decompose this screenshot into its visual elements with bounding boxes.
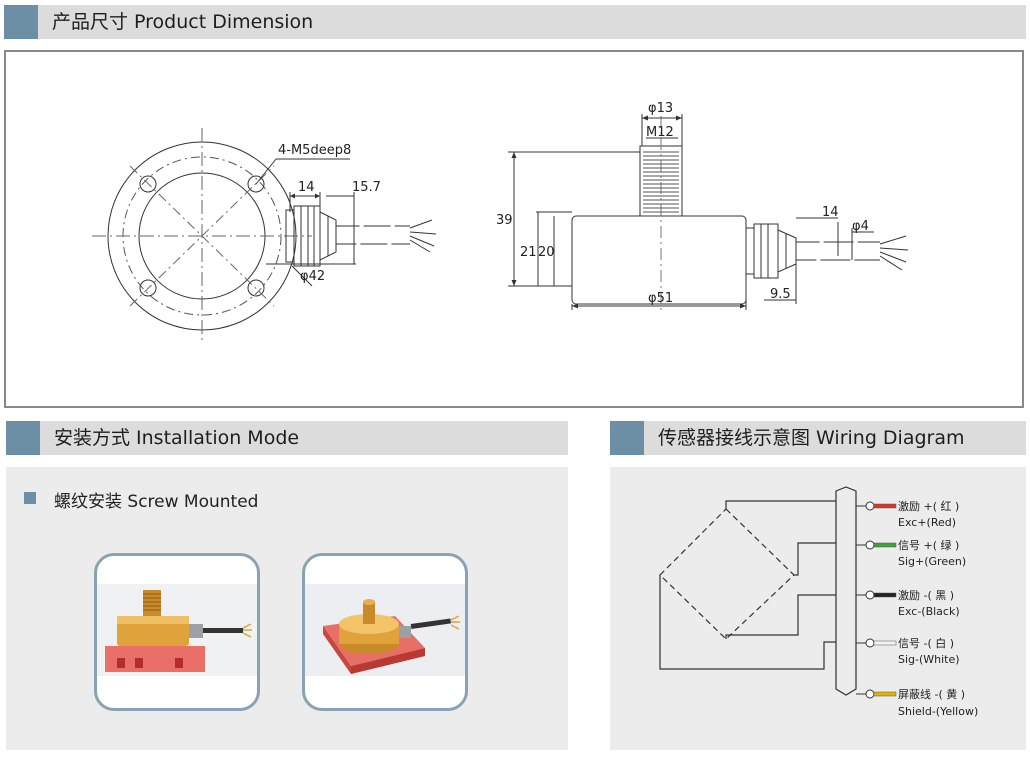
screw-mounted-label: 螺纹安装 Screw Mounted bbox=[54, 492, 259, 512]
dim-top-14: 14 bbox=[298, 180, 315, 195]
bolt-hole-bottom-left bbox=[139, 279, 157, 297]
lead-exc-minus: 激励 -( 黑 ) Exc-(Black) bbox=[856, 588, 960, 618]
hole-note: 4-M5deep8 bbox=[278, 143, 351, 158]
bolt-hole-top-right bbox=[247, 175, 265, 193]
wire-leads: 激励 +( 红 ) Exc+(Red) 信号 +( 绿 ) Sig+(Green… bbox=[856, 499, 978, 718]
lead-sig-plus-en: Sig+(Green) bbox=[898, 555, 966, 568]
wiring-diagram-header: 传感器接线示意图 Wiring Diagram bbox=[610, 421, 1026, 455]
dimension-drawing-frame: 4-M5deep8 14 15.7 φ42 φ13 M12 39 21 20 φ… bbox=[4, 50, 1024, 408]
header-accent-square bbox=[6, 421, 40, 455]
terminal-bus bbox=[835, 486, 857, 696]
lead-sig-minus: 信号 -( 白 ) Sig-(White) bbox=[856, 636, 960, 666]
dim-dia-4: φ4 bbox=[852, 219, 869, 234]
dim-m12: M12 bbox=[646, 125, 674, 140]
bolt-hole-bottom-right bbox=[247, 279, 265, 297]
product-dimension-header: 产品尺寸 Product Dimension bbox=[4, 5, 1026, 39]
dim-h-39: 39 bbox=[496, 213, 513, 228]
lead-shield-cn: 屏蔽线 -( 黄 ) bbox=[898, 687, 965, 701]
lead-shield-en: Shield-(Yellow) bbox=[898, 705, 978, 718]
dim-dia-51: φ51 bbox=[648, 291, 673, 306]
installation-panel: 螺纹安装 Screw Mounted bbox=[6, 467, 568, 750]
connection-wires bbox=[659, 500, 836, 670]
top-view bbox=[92, 128, 437, 344]
dim-h-20: 20 bbox=[538, 245, 555, 260]
bolt-hole-top-left bbox=[139, 175, 157, 193]
wiring-diagram: 激励 +( 红 ) Exc+(Red) 信号 +( 绿 ) Sig+(Green… bbox=[659, 486, 978, 718]
dimension-drawing: 4-M5deep8 14 15.7 φ42 φ13 M12 39 21 20 φ… bbox=[92, 101, 909, 344]
installation-mode-title: 安装方式 Installation Mode bbox=[54, 427, 300, 449]
lead-exc-plus-en: Exc+(Red) bbox=[898, 516, 956, 529]
sensor-front-illustration bbox=[97, 584, 257, 676]
dim-dia-13: φ13 bbox=[648, 101, 673, 116]
sensor-angled-illustration bbox=[305, 584, 465, 676]
header-accent-square bbox=[4, 5, 38, 39]
lead-sig-plus: 信号 +( 绿 ) Sig+(Green) bbox=[856, 538, 966, 568]
dim-top-15-7: 15.7 bbox=[352, 180, 381, 195]
lead-exc-minus-en: Exc-(Black) bbox=[898, 605, 960, 618]
dimension-labels: 4-M5deep8 14 15.7 φ42 φ13 M12 39 21 20 φ… bbox=[278, 101, 869, 306]
header-accent-square bbox=[610, 421, 644, 455]
dim-side-14: 14 bbox=[822, 205, 839, 220]
dim-dia-42: φ42 bbox=[300, 269, 325, 284]
lead-exc-plus-cn: 激励 +( 红 ) bbox=[898, 499, 959, 513]
installation-mode-header: 安装方式 Installation Mode bbox=[6, 421, 568, 455]
lead-shield: 屏蔽线 -( 黄 ) Shield-(Yellow) bbox=[856, 687, 978, 718]
lead-exc-plus: 激励 +( 红 ) Exc+(Red) bbox=[856, 499, 959, 529]
wiring-panel: 激励 +( 红 ) Exc+(Red) 信号 +( 绿 ) Sig+(Green… bbox=[610, 467, 1026, 750]
mount-image-front bbox=[94, 553, 260, 711]
lead-exc-minus-cn: 激励 -( 黑 ) bbox=[898, 588, 954, 602]
wheatstone-bridge bbox=[659, 508, 795, 640]
lead-sig-plus-cn: 信号 +( 绿 ) bbox=[898, 538, 959, 552]
mount-image-angled bbox=[302, 553, 468, 711]
bullet-square bbox=[24, 492, 36, 504]
wiring-diagram-title: 传感器接线示意图 Wiring Diagram bbox=[658, 427, 965, 449]
stud-threads bbox=[643, 151, 679, 213]
dim-h-21: 21 bbox=[520, 245, 537, 260]
lead-sig-minus-cn: 信号 -( 白 ) bbox=[898, 636, 954, 650]
side-view bbox=[571, 116, 747, 314]
product-dimension-title: 产品尺寸 Product Dimension bbox=[52, 11, 314, 33]
lead-sig-minus-en: Sig-(White) bbox=[898, 653, 960, 666]
dim-9-5: 9.5 bbox=[770, 287, 791, 302]
